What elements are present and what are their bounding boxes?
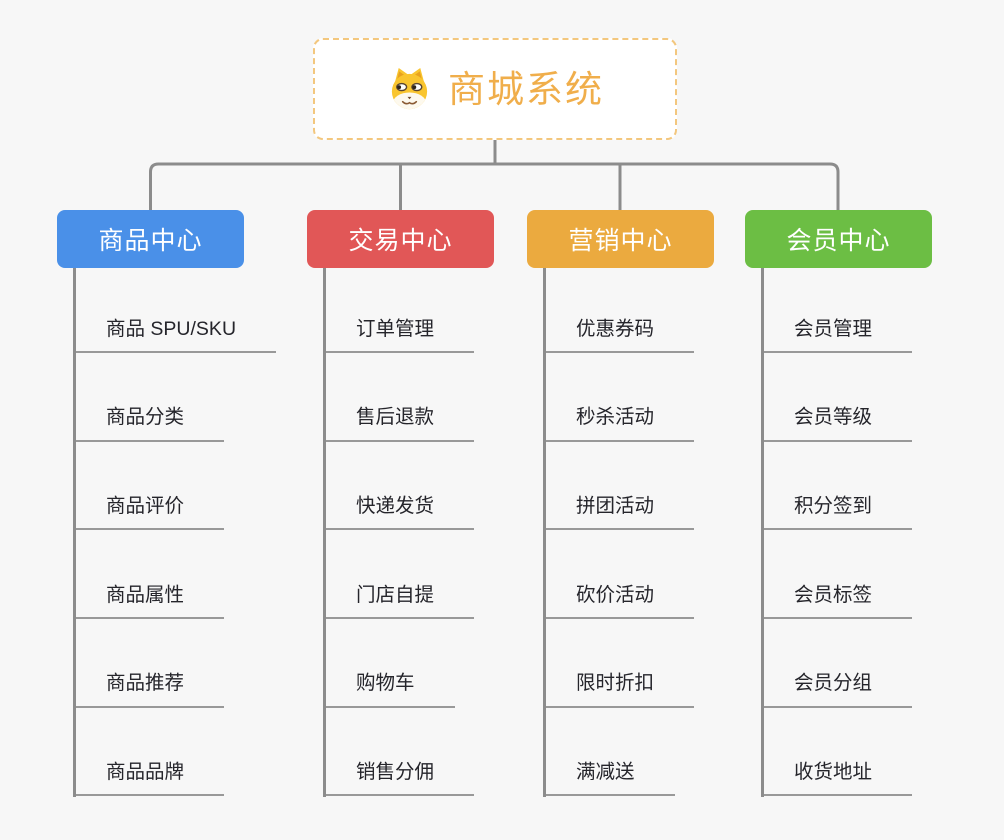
child-node: 会员管理 [764,268,913,353]
child-node: 满减送 [546,708,694,797]
child-node: 会员标签 [764,530,913,620]
child-node: 会员分组 [764,619,913,708]
child-node-label[interactable]: 订单管理 [326,317,475,353]
child-node-label[interactable]: 商品品牌 [76,760,225,797]
root-node-mall-system[interactable]: 商城系统 [313,38,677,140]
child-node-label[interactable]: 拼团活动 [546,494,695,531]
child-node: 会员等级 [764,353,913,442]
child-node: 积分签到 [764,442,913,531]
branch-node-3[interactable]: 营销中心 [527,210,714,268]
child-node: 收货地址 [764,708,913,797]
branch-node-label: 商品中心 [98,227,203,255]
child-node-label[interactable]: 秒杀活动 [546,405,695,442]
child-node-label[interactable]: 收货地址 [764,760,913,797]
child-node: 商品分类 [76,353,276,442]
child-node: 商品评价 [76,442,276,531]
child-node-label[interactable]: 商品属性 [76,583,225,620]
branch-children-3: 优惠券码秒杀活动拼团活动砍价活动限时折扣满减送 [543,268,695,797]
child-node-label[interactable]: 商品推荐 [76,671,225,708]
child-node-label[interactable]: 优惠券码 [546,317,695,353]
child-node-label[interactable]: 售后退款 [326,405,475,442]
child-node-label[interactable]: 会员管理 [764,317,913,353]
child-node: 门店自提 [326,530,475,620]
child-node: 订单管理 [326,268,475,353]
branch-node-label: 交易中心 [348,227,453,255]
child-node: 优惠券码 [546,268,695,353]
child-node-label[interactable]: 商品分类 [76,405,225,442]
child-node-label[interactable]: 会员标签 [764,583,913,620]
branch-node-2[interactable]: 交易中心 [307,210,494,268]
child-node-label[interactable]: 门店自提 [326,583,475,620]
branch-children-2: 订单管理售后退款快递发货门店自提购物车销售分佣 [323,268,475,797]
child-node-label[interactable]: 积分签到 [764,494,913,531]
dog-face-icon [391,67,428,109]
child-node: 销售分佣 [326,708,475,797]
child-node: 砍价活动 [546,530,695,620]
child-node: 商品推荐 [76,619,276,708]
child-node-label[interactable]: 限时折扣 [546,671,695,708]
child-node-label[interactable]: 砍价活动 [546,583,695,620]
branch-node-label: 会员中心 [786,227,891,255]
branch-node-label: 营销中心 [568,227,673,255]
child-node-label[interactable]: 商品 SPU/SKU [76,317,277,353]
child-node: 商品属性 [76,530,276,620]
branch-children-4: 会员管理会员等级积分签到会员标签会员分组收货地址 [761,268,913,797]
child-node-label[interactable]: 商品评价 [76,494,225,531]
child-node-label[interactable]: 会员等级 [764,405,913,442]
child-node: 售后退款 [326,353,475,442]
root-node-title: 商城系统 [448,68,604,110]
child-node-label[interactable]: 购物车 [326,671,455,708]
child-node: 限时折扣 [546,619,695,708]
child-node-label[interactable]: 销售分佣 [326,760,475,797]
branch-node-1[interactable]: 商品中心 [57,210,244,268]
child-node: 拼团活动 [546,442,695,531]
branch-node-4[interactable]: 会员中心 [745,210,932,268]
child-node: 快递发货 [326,442,475,531]
child-node-label[interactable]: 会员分组 [764,671,913,708]
branch-children-1: 商品 SPU/SKU 商品分类商品评价商品属性商品推荐商品品牌 [73,268,277,797]
child-node: 购物车 [326,619,474,708]
child-node-label[interactable]: 快递发货 [326,494,475,531]
child-node-label[interactable]: 满减送 [546,760,675,797]
child-node: 商品品牌 [76,708,276,797]
child-node: 秒杀活动 [546,353,695,442]
child-node: 商品 SPU/SKU [76,268,277,353]
